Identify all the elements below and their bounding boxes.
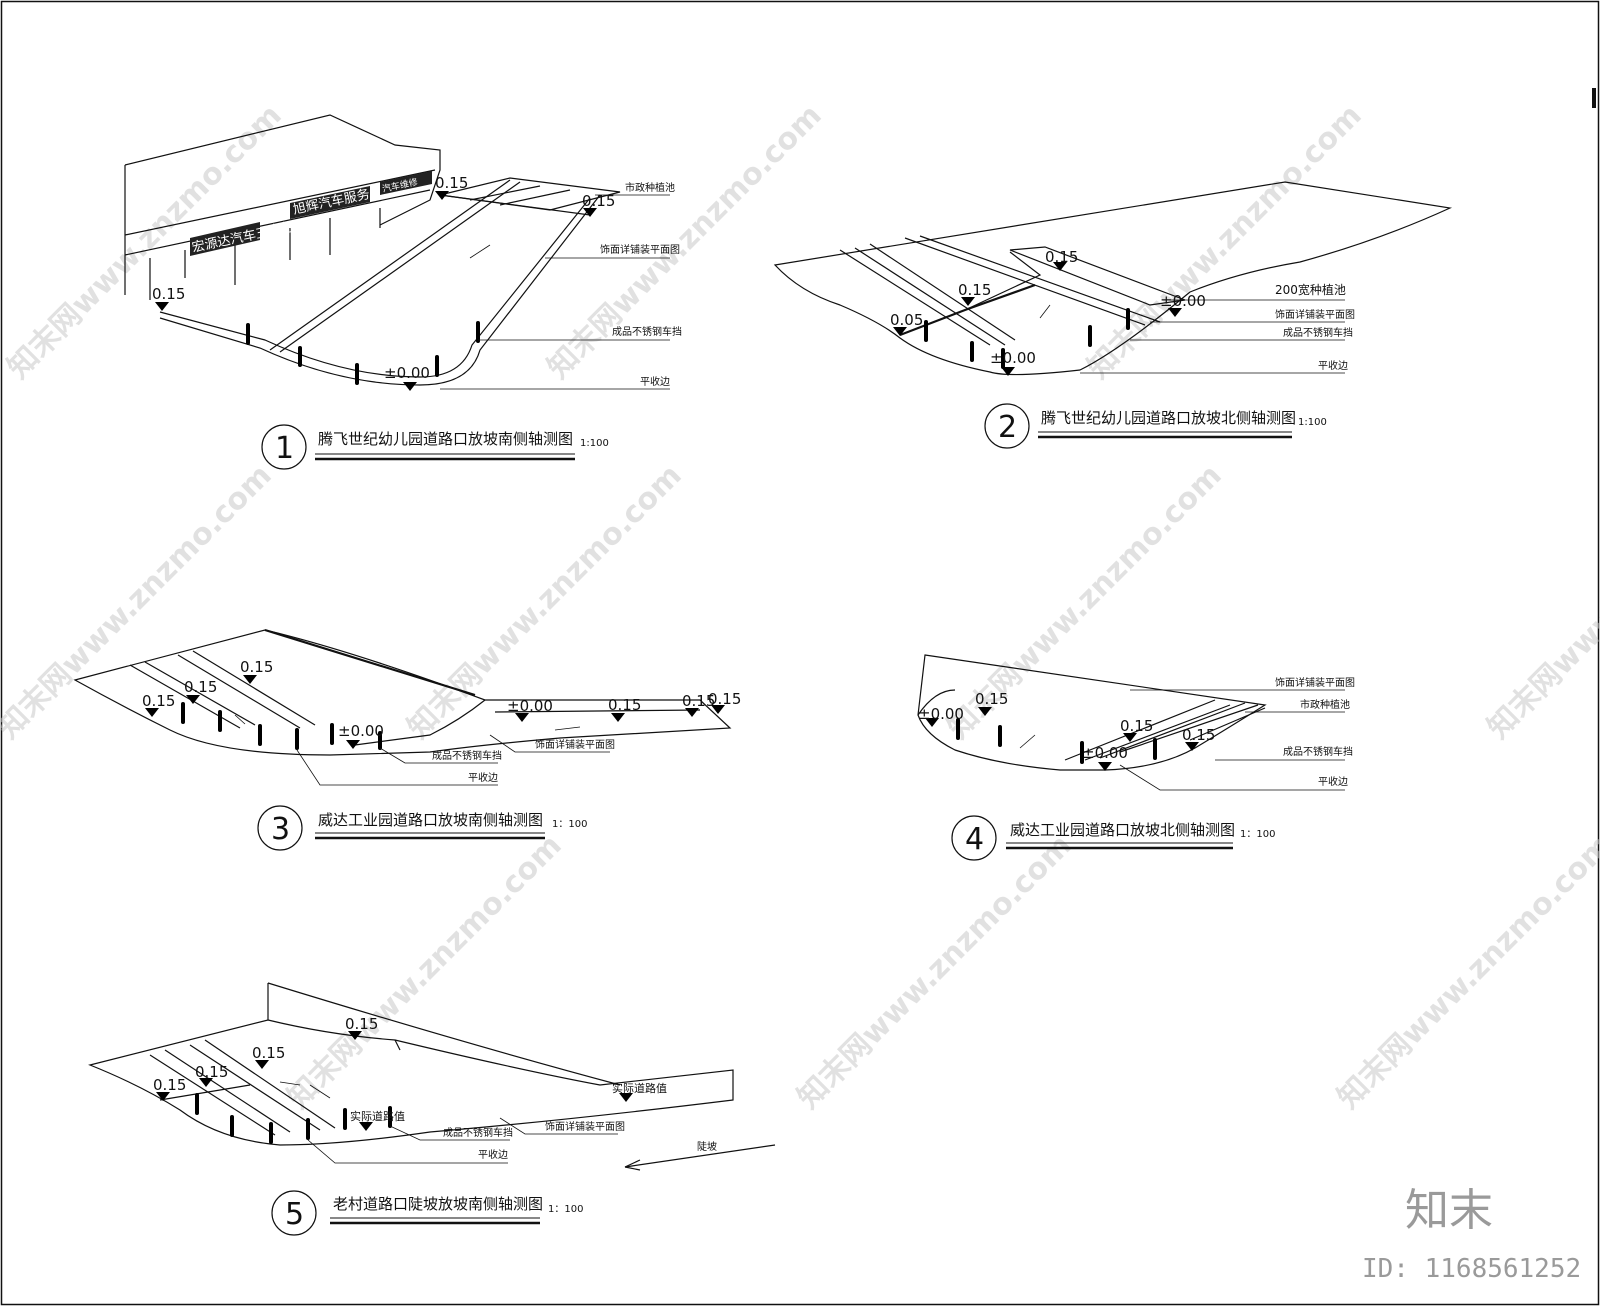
drawing-scale: 1：100 xyxy=(548,1204,583,1215)
elevation-label: 0.15 xyxy=(708,690,741,708)
elevation-label: 0.15 xyxy=(958,281,991,299)
callout-label: 平收边 xyxy=(640,375,670,388)
watermark-layer: 知末网www.znzmo.com 知末网www.znzmo.com 知末网www… xyxy=(0,98,1600,1116)
drawing-number: 1 xyxy=(275,431,294,466)
callout-label: 饰面详铺装平面图 xyxy=(535,738,615,751)
callout-label: 饰面详铺装平面图 xyxy=(1275,676,1355,689)
elevation-label: ±0.00 xyxy=(338,722,384,740)
callout-label: 平收边 xyxy=(1318,359,1348,372)
shop-sign: 宏源达汽车五金行 xyxy=(191,219,296,256)
callout-label: 市政种植池 xyxy=(1300,698,1350,711)
elevation-label: 实际道路值 xyxy=(350,1109,405,1123)
elevation-label: 0.15 xyxy=(184,678,217,696)
elevation-label: 0.15 xyxy=(345,1015,378,1033)
watermark: 知末网www.znzmo.com xyxy=(0,458,279,746)
drawing-title: 腾飞世纪幼儿园道路口放坡南侧轴测图 xyxy=(318,430,573,448)
elevation-label: 0.15 xyxy=(252,1044,285,1062)
elevation-label: 0.15 xyxy=(153,1076,186,1094)
callout-label: 200宽种植池 xyxy=(1275,282,1346,297)
elevation-label: 0.15 xyxy=(240,658,273,676)
callout-label: 饰面详铺装平面图 xyxy=(545,1120,625,1133)
drawing-5: 0.15 0.15 0.15 0.15 实际道路值 实际道路值 成品不锈钢车挡 … xyxy=(88,982,776,1236)
drawing-number-circle xyxy=(261,424,307,470)
drawing-scale: 1:100 xyxy=(1298,417,1327,428)
callout-label: 饰面详铺装平面图 xyxy=(1275,308,1355,321)
elevation-label: 0.15 xyxy=(682,692,715,710)
image-id: ID: 1168561252 xyxy=(1362,1254,1581,1284)
drawing-title: 腾飞世纪幼儿园道路口放坡北侧轴测图 xyxy=(1041,409,1296,427)
elevation-label: ±0.00 xyxy=(1082,744,1128,762)
elevation-label: ±0.00 xyxy=(918,705,964,723)
shop-sign: 旭辉汽车服务 xyxy=(292,186,372,218)
drawing-number-circle xyxy=(984,403,1030,449)
drawing-number-circle xyxy=(271,1190,317,1236)
callout-label: 平收边 xyxy=(468,771,498,784)
brand-logo: 知末 xyxy=(1405,1185,1493,1236)
elevation-label: 0.15 xyxy=(152,285,185,303)
callout-label: 成品不锈钢车挡 xyxy=(443,1126,513,1139)
watermark: 知末网www.znzmo.com xyxy=(791,828,1079,1116)
elevation-label: 0.15 xyxy=(975,690,1008,708)
watermark: 知末网www.znzmo.com xyxy=(1331,828,1600,1116)
elevation-label: ±0.00 xyxy=(384,364,430,382)
drawing-number-circle xyxy=(951,815,997,861)
elevation-label: 0.15 xyxy=(195,1063,228,1081)
drawing-title: 威达工业园道路口放坡南侧轴测图 xyxy=(318,811,543,829)
drawing-scale: 1：100 xyxy=(1240,829,1275,840)
callout-label: 成品不锈钢车挡 xyxy=(432,749,502,762)
elevation-label: ±0.00 xyxy=(507,697,553,715)
elevation-label: 实际道路值 xyxy=(612,1081,667,1095)
drawing-scale: 1：100 xyxy=(552,819,587,830)
drawing-number-circle xyxy=(257,805,303,851)
callout-label: 饰面详铺装平面图 xyxy=(600,243,680,256)
right-edge-mark xyxy=(1592,88,1596,108)
drawing-title: 威达工业园道路口放坡北侧轴测图 xyxy=(1010,821,1235,839)
callout-label: 成品不锈钢车挡 xyxy=(1283,745,1353,758)
elevation-label: 0.15 xyxy=(142,692,175,710)
elevation-label: 0.15 xyxy=(582,192,615,210)
drawing-number: 4 xyxy=(965,822,984,857)
callout-label: 平收边 xyxy=(1318,775,1348,788)
drawing-number: 3 xyxy=(271,812,290,847)
callout-label: 市政种植池 xyxy=(625,181,675,194)
elevation-label: 0.15 xyxy=(1120,717,1153,735)
watermark: 知末网www.znzmo.com xyxy=(281,828,569,1116)
drawing-title: 老村道路口陡坡放坡南侧轴测图 xyxy=(333,1195,543,1213)
callout-label: 成品不锈钢车挡 xyxy=(612,325,682,338)
elevation-label: ±0.00 xyxy=(990,349,1036,367)
drawing-number: 2 xyxy=(998,410,1017,445)
callout-label: 平收边 xyxy=(478,1148,508,1161)
elevation-label: ±0.00 xyxy=(1160,292,1206,310)
elevation-label: 0.15 xyxy=(435,174,468,192)
watermark: 知末网www.znzmo.com xyxy=(1481,458,1600,746)
elevation-label: 0.15 xyxy=(1045,248,1078,266)
elevation-label: 0.05 xyxy=(890,311,923,329)
drawing-number: 5 xyxy=(285,1197,304,1232)
elevation-label: 0.15 xyxy=(608,696,641,714)
watermark: 知末网www.znzmo.com xyxy=(541,98,829,386)
callout-label: 成品不锈钢车挡 xyxy=(1283,326,1353,339)
drawing-2: 0.15 0.15 0.05 ±0.00 ±0.00 200宽种植池 饰面详铺装… xyxy=(773,181,1453,449)
slope-label: 陡坡 xyxy=(697,1140,717,1153)
drawing-4: ±0.00 0.15 0.15 0.15 ±0.00 饰面详铺装平面图 市政种植… xyxy=(917,654,1355,861)
drawing-scale: 1:100 xyxy=(580,438,609,449)
drawing-3: 0.15 0.15 0.15 ±0.00 ±0.00 0.15 0.15 0.1… xyxy=(73,628,741,851)
elevation-label: 0.15 xyxy=(1182,726,1215,744)
